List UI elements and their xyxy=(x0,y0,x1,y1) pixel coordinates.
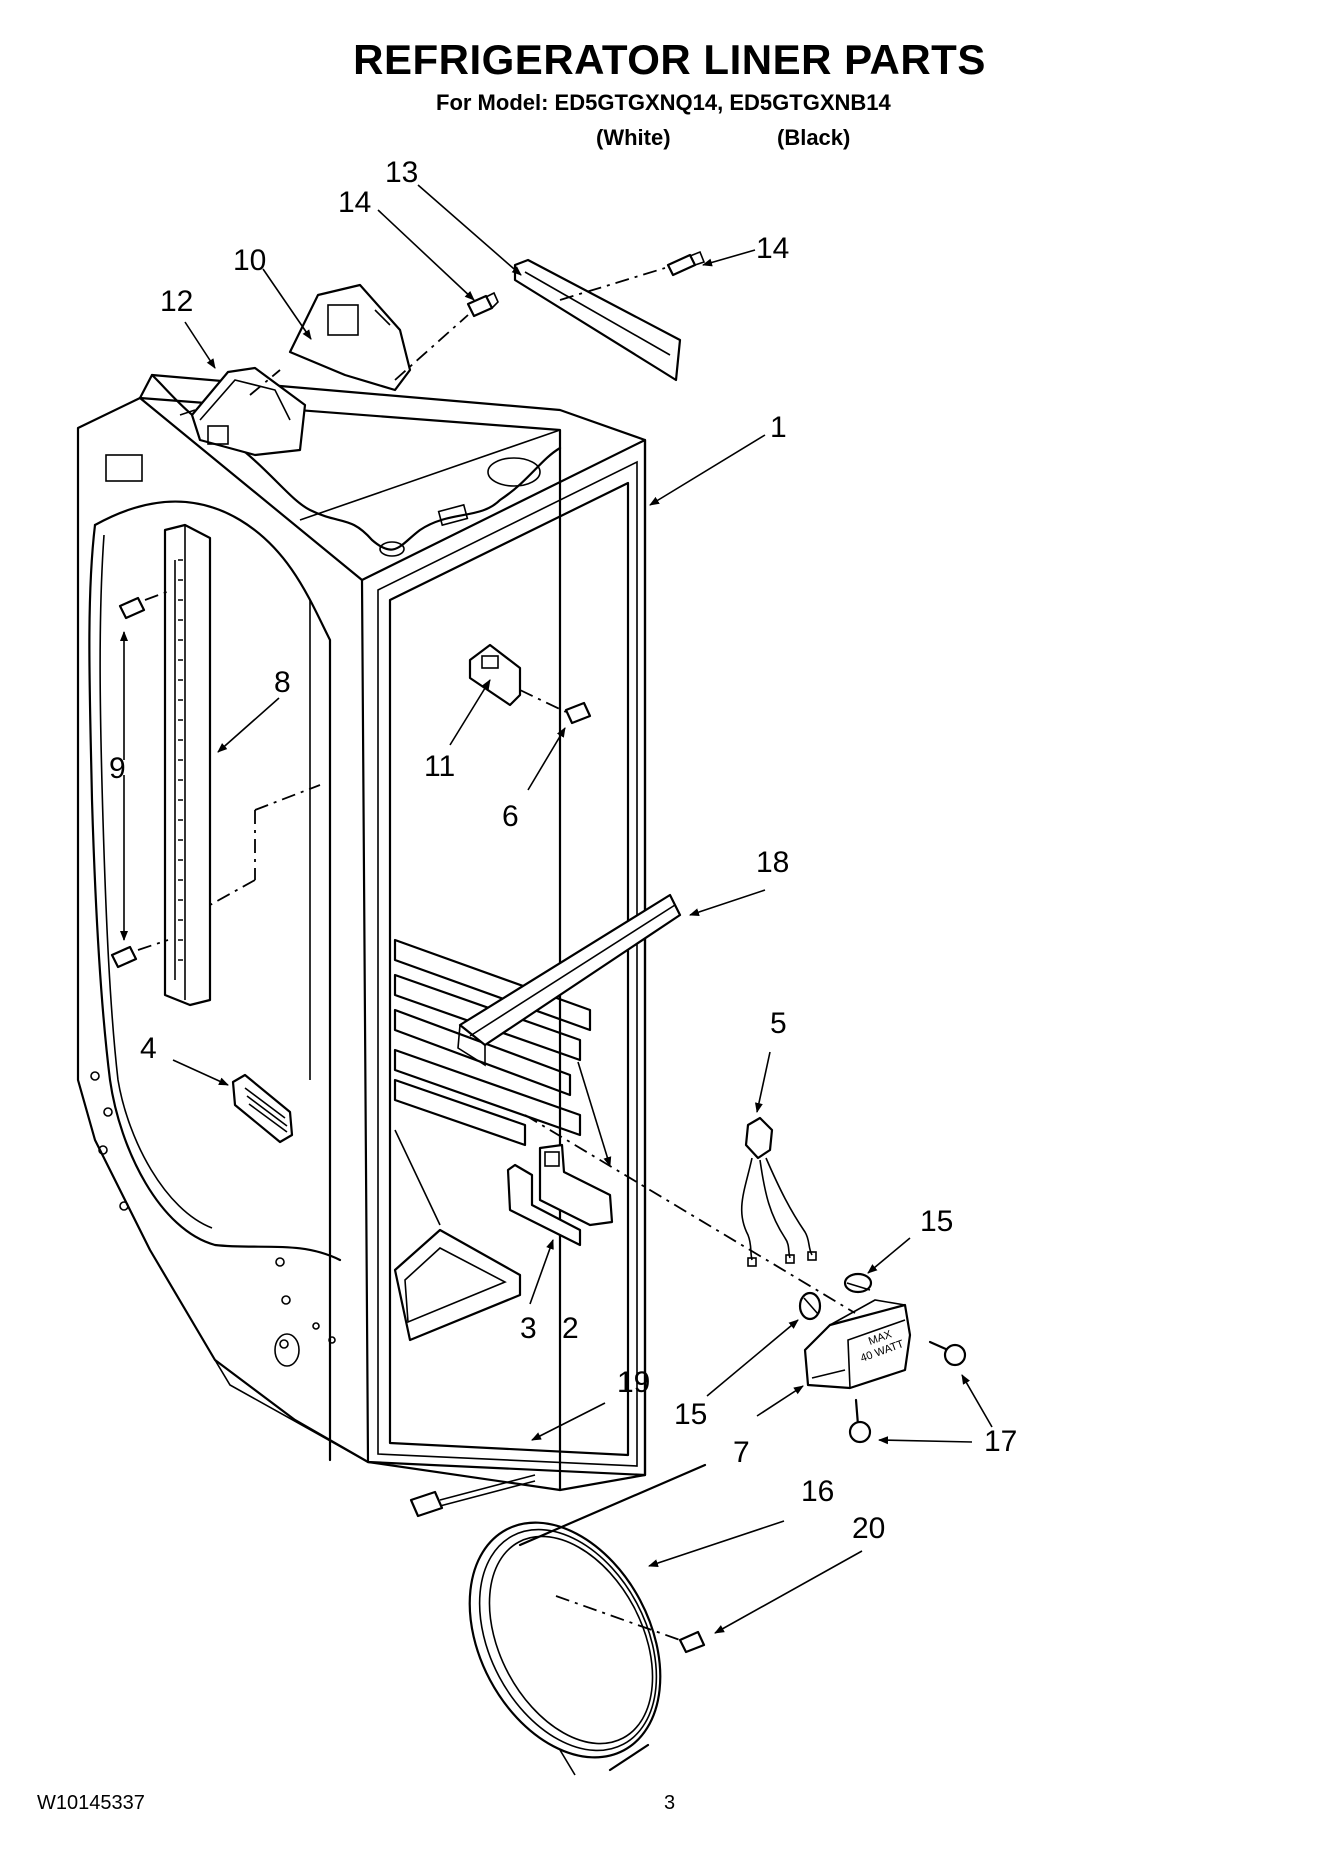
callout-17: 17 xyxy=(984,1425,1017,1458)
variant-black-label: (Black) xyxy=(777,125,851,150)
part-5-wire-harness xyxy=(740,1116,817,1267)
callout-4: 4 xyxy=(140,1032,157,1065)
part-18-crossbar xyxy=(457,893,682,1067)
part-10-bracket xyxy=(288,283,412,392)
part-9-screw-bottom xyxy=(110,945,138,969)
callout-14-left: 14 xyxy=(338,186,371,219)
part-17-screw-bottom xyxy=(848,1398,872,1444)
callout-16: 16 xyxy=(801,1475,834,1508)
callout-11: 11 xyxy=(424,750,455,783)
callout-1: 1 xyxy=(770,411,787,444)
part-4-vent-grille xyxy=(231,1073,294,1144)
part-8-ladder-strip xyxy=(163,523,212,1007)
part-2-clip xyxy=(538,1143,614,1227)
part-15-clip-lower xyxy=(798,1291,822,1321)
page-number: 3 xyxy=(664,1792,676,1814)
part-20-screw xyxy=(678,1630,706,1654)
callout-15-upper: 15 xyxy=(920,1205,953,1238)
part-15-clip-upper xyxy=(843,1272,873,1294)
part-3-clip xyxy=(506,1163,582,1247)
callout-13: 13 xyxy=(385,156,418,189)
page-title: REFRIGERATOR LINER PARTS xyxy=(353,36,986,83)
part-14-screw-right xyxy=(666,250,706,277)
callout-8: 8 xyxy=(274,666,291,699)
callout-numbers: 1 2 3 4 5 6 7 8 9 10 11 12 13 14 14 15 1… xyxy=(109,156,1017,1545)
part-13-top-rail xyxy=(513,258,682,382)
document-number: W10145337 xyxy=(37,1792,145,1814)
variant-white-label: (White) xyxy=(596,125,671,150)
part-7-light-housing: MAX 40 WATT xyxy=(803,1299,912,1390)
callout-6: 6 xyxy=(502,800,519,833)
callout-18: 18 xyxy=(756,846,789,879)
liner-cabinet xyxy=(76,373,647,1492)
callout-14-right: 14 xyxy=(756,232,789,265)
callout-19: 19 xyxy=(617,1366,650,1399)
callout-20: 20 xyxy=(852,1512,885,1545)
callout-7: 7 xyxy=(733,1436,750,1469)
part-16-heater-wire xyxy=(468,1463,707,1776)
part-12-control-housing xyxy=(179,366,307,457)
ladder-slots xyxy=(178,559,183,961)
callout-2: 2 xyxy=(562,1312,579,1345)
part-17-screw-right xyxy=(928,1340,967,1367)
callout-3: 3 xyxy=(520,1312,537,1345)
part-14-screw-left xyxy=(466,291,499,318)
part-9-screw-top xyxy=(118,596,146,620)
part-6-screw xyxy=(564,701,592,725)
callout-12: 12 xyxy=(160,285,193,318)
callout-9: 9 xyxy=(109,752,126,785)
part-11-bracket xyxy=(468,643,522,707)
callout-leaders xyxy=(120,184,993,1634)
part-19-cable-tie xyxy=(409,1474,536,1518)
model-line: For Model: ED5GTGXNQ14, ED5GTGXNB14 xyxy=(436,90,891,115)
callout-15-lower: 15 xyxy=(674,1398,707,1431)
callout-10: 10 xyxy=(233,244,266,277)
callout-5: 5 xyxy=(770,1007,787,1040)
